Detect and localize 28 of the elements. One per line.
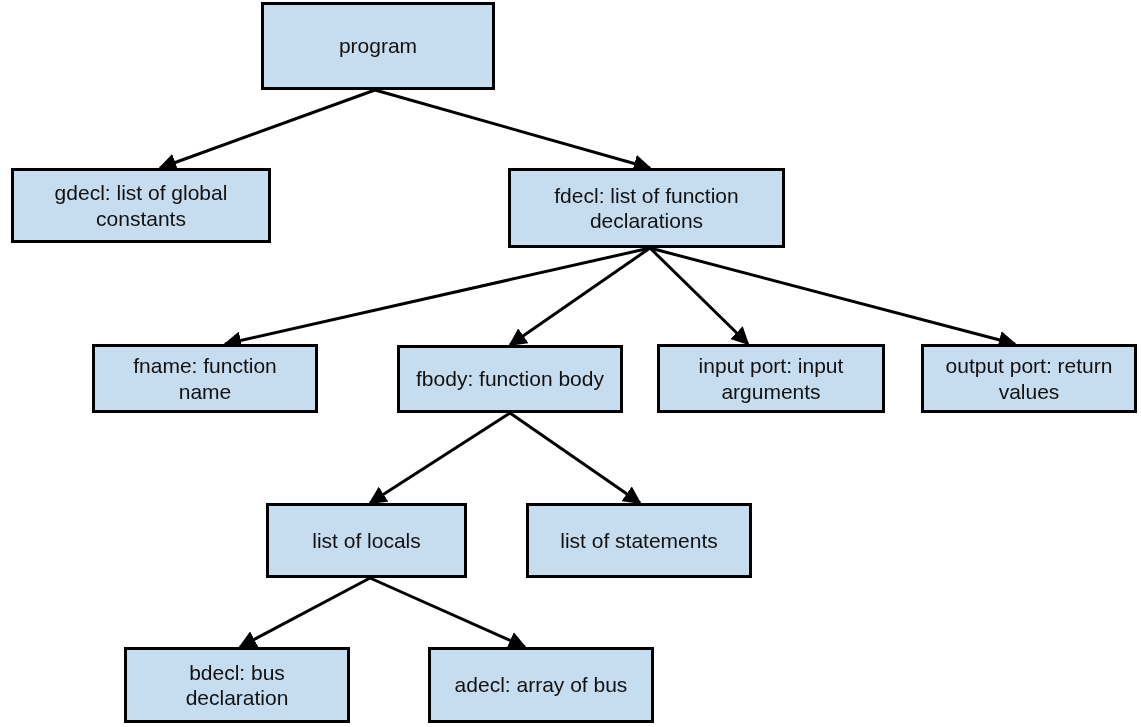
tree-node-box	[11, 168, 271, 243]
node-label: adecl: array of bus	[454, 672, 628, 698]
tree-node-box	[921, 344, 1137, 413]
arrow	[369, 576, 527, 649]
node-label: fdecl: list of function declarations	[553, 182, 740, 234]
arrow	[508, 246, 651, 347]
node-label: list of locals	[312, 527, 421, 554]
arrow	[648, 246, 750, 346]
node-label: program	[338, 33, 418, 59]
node-label: bdecl: bus declaration	[184, 659, 290, 711]
arrow	[509, 411, 642, 505]
arrow	[238, 576, 371, 649]
tree-node-box	[92, 344, 318, 413]
tree-node-box	[266, 503, 467, 578]
node-label: list of statements	[560, 527, 718, 554]
tree-node-box	[428, 647, 654, 723]
tree-node-box	[397, 345, 623, 413]
node-label: gdecl: list of global constants	[53, 180, 229, 231]
tree-node-box	[508, 168, 785, 248]
arrow	[368, 411, 511, 505]
tree-node-box	[124, 647, 350, 723]
node-label: fbody: function body	[416, 366, 604, 392]
tree-node-box	[261, 2, 495, 90]
tree-node-box	[657, 344, 885, 413]
node-label: input port: input arguments	[697, 353, 845, 404]
node-label: fname: function name	[132, 353, 278, 404]
node-label: output port: return values	[944, 353, 1114, 404]
tree-node-box	[526, 503, 752, 578]
